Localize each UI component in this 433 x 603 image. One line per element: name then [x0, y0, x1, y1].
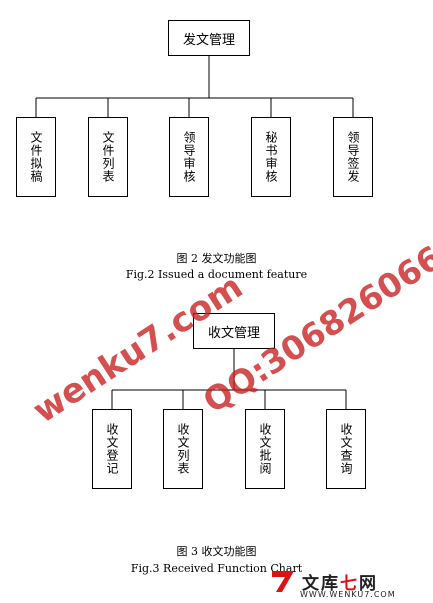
logo-seven-icon: [270, 568, 296, 594]
watermark-logo: 文库七网 WWW.WENKU7.COM: [270, 568, 395, 599]
d2-root-node: 收文管理: [193, 313, 275, 349]
d1-caption-en: Fig.2 Issued a document feature: [125, 268, 308, 281]
d1-child-label-2: 文件列表: [101, 131, 115, 183]
logo-text: 文库七网: [302, 573, 378, 594]
d2-caption-cn: 图 3 收文功能图: [176, 545, 257, 558]
d1-child-node-2: 文件列表: [88, 117, 128, 197]
d1-child-node-1: 文件拟稿: [16, 117, 56, 197]
d2-child-label-2: 收文列表: [176, 423, 190, 475]
d2-child-node-1: 收文登记: [92, 409, 132, 489]
d2-child-label-3: 收文批阅: [258, 423, 272, 475]
d1-child-node-5: 领导签发: [333, 117, 373, 197]
d2-child-node-4: 收文查询: [326, 409, 366, 489]
d1-root-node: 发文管理: [168, 20, 250, 56]
d2-caption-en: Fig.3 Received Function Chart: [130, 562, 303, 575]
d1-child-label-3: 领导审核: [182, 131, 196, 183]
d1-child-label-4: 秘书审核: [264, 131, 278, 183]
logo-url: WWW.WENKU7.COM: [300, 590, 396, 599]
d2-child-node-3: 收文批阅: [245, 409, 285, 489]
d1-caption-cn: 图 2 发文功能图: [176, 252, 257, 265]
d1-child-node-4: 秘书审核: [251, 117, 291, 197]
d2-child-node-2: 收文列表: [163, 409, 203, 489]
d1-root-label: 发文管理: [182, 32, 235, 48]
d1-child-label-5: 领导签发: [346, 131, 360, 183]
d2-root-label: 收文管理: [207, 325, 260, 341]
d2-child-label-4: 收文查询: [339, 423, 353, 475]
d1-child-label-1: 文件拟稿: [29, 131, 43, 183]
d1-child-node-3: 领导审核: [169, 117, 209, 197]
d2-child-label-1: 收文登记: [105, 423, 119, 475]
